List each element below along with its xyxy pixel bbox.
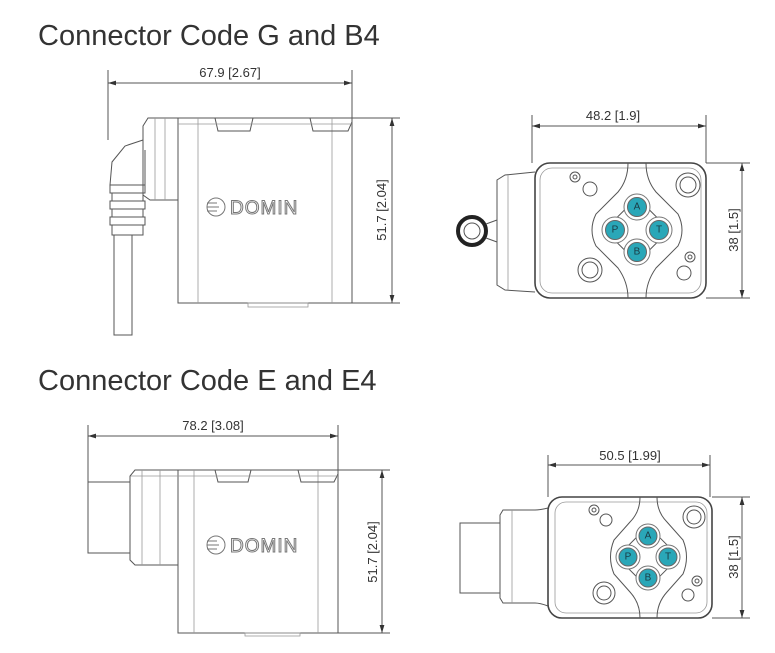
length-dimension: 78.2 [3.08] <box>182 418 243 433</box>
face-height-dimension: 38 [1.5] <box>726 535 741 578</box>
svg-text:A: A <box>634 202 641 213</box>
width-dimension: 50.5 [1.99] <box>599 448 660 463</box>
svg-text:DOMIN: DOMIN <box>230 536 298 557</box>
svg-text:A: A <box>645 531 652 542</box>
port-b: B <box>623 238 651 266</box>
port-b: B <box>635 565 661 591</box>
port-a: A <box>635 523 661 549</box>
side-view-e-e4: 78.2 [3.08] DOMIN 51.7 [2.04] <box>87 418 390 637</box>
port-t: T <box>655 544 681 570</box>
face-view-e-e4: 50.5 [1.99] A P T B 38 [1.5] <box>459 448 750 619</box>
side-view-g-b4: 67.9 [2.67] DOMIN <box>107 65 400 336</box>
height-dimension: 51.7 [2.04] <box>365 521 380 582</box>
domin-logo: DOMIN <box>206 535 298 558</box>
port-p: P <box>615 544 641 570</box>
domin-logo: DOMIN <box>206 197 298 220</box>
mounting-ring <box>456 215 488 247</box>
height-dimension: 51.7 [2.04] <box>374 179 389 240</box>
plug <box>87 481 131 554</box>
plug <box>459 522 501 594</box>
svg-text:P: P <box>612 225 619 236</box>
port-a: A <box>623 193 651 221</box>
section-title-g-b4: Connector Code G and B4 <box>38 20 380 52</box>
svg-text:T: T <box>656 225 662 236</box>
svg-text:P: P <box>625 552 632 563</box>
svg-text:B: B <box>645 573 652 584</box>
svg-text:T: T <box>665 552 671 563</box>
svg-text:B: B <box>634 247 641 258</box>
face-view-g-b4: 48.2 [1.9] A P T B 38 [1.5] <box>456 108 750 299</box>
cable <box>113 234 133 336</box>
port-t: T <box>645 216 673 244</box>
cable-strain-relief <box>109 184 146 236</box>
svg-text:DOMIN: DOMIN <box>230 198 298 219</box>
section-title-e-e4: Connector Code E and E4 <box>38 365 377 397</box>
port-p: P <box>601 216 629 244</box>
width-dimension: 48.2 [1.9] <box>586 108 640 123</box>
face-height-dimension: 38 [1.5] <box>726 208 741 251</box>
length-dimension: 67.9 [2.67] <box>199 65 260 80</box>
